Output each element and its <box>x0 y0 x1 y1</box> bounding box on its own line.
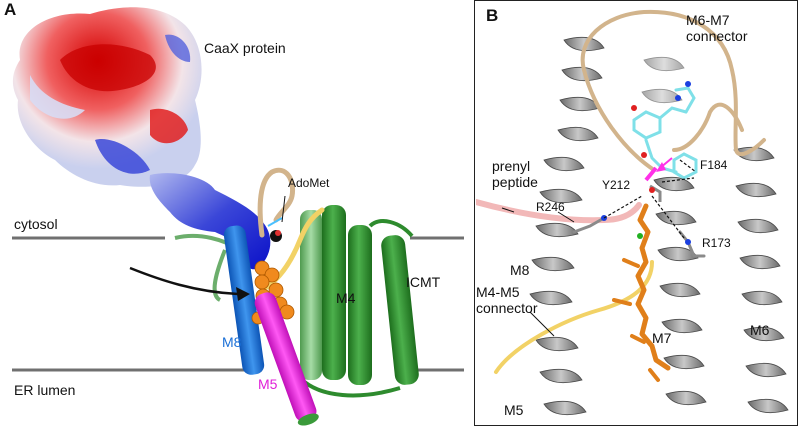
m6-m7-connector-loop <box>580 9 766 172</box>
farnesyl-chain <box>635 203 671 371</box>
m8-label: M8 <box>510 262 530 278</box>
f184-label: F184 <box>700 158 728 172</box>
adomet-atoms <box>631 81 691 158</box>
helix-ribbons <box>529 36 789 416</box>
caax-protein-surface <box>12 7 202 187</box>
hydrogen-bonds <box>603 159 697 239</box>
m6-label: M6 <box>750 322 770 338</box>
adomet-label: AdoMet <box>288 176 330 190</box>
caax-protein-label: CaaX protein <box>204 40 286 56</box>
m7-label: M7 <box>652 330 672 346</box>
m4-m5-connector-leader <box>529 311 555 337</box>
r246-label: R246 <box>536 200 565 214</box>
adomet-ligand <box>267 217 283 242</box>
r246-leader <box>557 211 575 223</box>
methyl-group <box>644 166 658 182</box>
panel-b-letter: B <box>486 6 499 25</box>
m8-helix <box>223 225 265 375</box>
adomet-sticks <box>632 86 696 174</box>
adomet-leader <box>281 195 286 223</box>
panel-a: A CaaX protein AdoMet cytosol ICMT M4 M8… <box>4 0 464 426</box>
panel-a-illustration <box>12 7 464 426</box>
m5-helix <box>254 292 319 426</box>
m6-m7-loop <box>257 167 296 238</box>
m4-m5-connector-loop <box>494 260 654 374</box>
f184-residue <box>672 152 698 180</box>
icmt-label: ICMT <box>406 274 441 290</box>
m4-label: M4 <box>336 290 356 306</box>
m6-m7-connector-label: M6-M7 connector <box>686 12 748 44</box>
m5-label: M5 <box>258 376 278 392</box>
m5-label: M5 <box>504 402 524 418</box>
farnesyl-branches <box>612 258 660 382</box>
cytosol-label: cytosol <box>14 216 58 232</box>
insertion-arrow <box>129 266 250 301</box>
m4-m5-connector-label: M4-M5 connector <box>476 284 538 316</box>
caax-tail-surface <box>149 173 271 270</box>
panel-a-letter: A <box>4 0 17 19</box>
prenyl-peptide-leader <box>501 207 515 213</box>
r246-sidechain <box>572 216 606 234</box>
prenyl-peptide-backbone <box>476 198 642 224</box>
m8-label: M8 <box>222 334 242 350</box>
f184-connector <box>672 102 744 152</box>
panel-b-frame <box>474 0 798 426</box>
icmt-helices <box>174 205 419 398</box>
y212-label: Y212 <box>602 178 631 192</box>
er-lumen-label: ER lumen <box>14 382 76 398</box>
r173-sidechain <box>678 230 706 258</box>
panel-b: B M6-M7 connector prenyl peptide Y212 F1… <box>474 0 800 428</box>
panel-b-illustration <box>476 9 789 416</box>
r173-label: R173 <box>702 236 731 250</box>
prenyl-peptide-label: prenyl peptide <box>492 158 538 190</box>
